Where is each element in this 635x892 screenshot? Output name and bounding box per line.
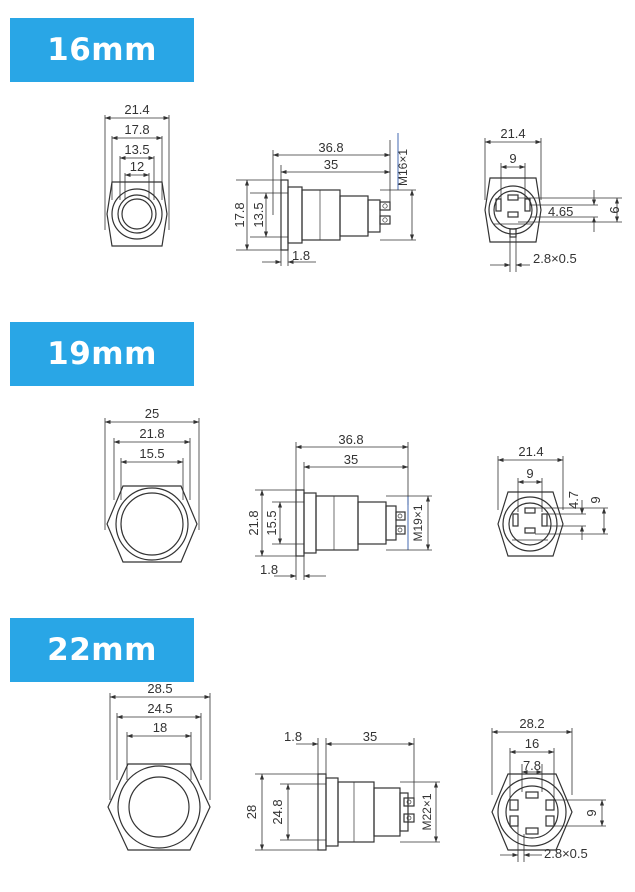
dim-label: 21.4 <box>518 444 543 459</box>
dim-label: M19×1 <box>411 504 425 541</box>
dim-label: 21.8 <box>139 426 164 441</box>
dim-label: 2.8×0.5 <box>533 251 577 266</box>
dim-label: 17.8 <box>232 202 247 227</box>
dim-label: 1.8 <box>292 248 310 263</box>
dim-label: 9 <box>607 206 622 213</box>
dim-label: 28.2 <box>519 716 544 731</box>
dim-label: 9 <box>509 151 516 166</box>
back-view-19mm: 21.4 9 4.7 9 <box>497 444 608 557</box>
dim-label: 4.65 <box>548 204 573 219</box>
dim-label: 13.5 <box>251 202 266 227</box>
dim-label: 36.8 <box>318 140 343 155</box>
front-view-22mm: 28.5 24.5 18 <box>107 681 211 851</box>
dim-label: M22×1 <box>420 793 434 830</box>
dim-label: 28.5 <box>147 681 172 696</box>
side-view-19mm: 36.8 35 21.8 15.5 M19×1 1.8 <box>246 432 432 580</box>
section-banner-16mm: 16mm <box>10 18 194 82</box>
dim-label: 35 <box>344 452 358 467</box>
dim-label: 36.8 <box>338 432 363 447</box>
section-banner-19mm: 19mm <box>10 322 194 386</box>
dim-label: 21.4 <box>500 126 525 141</box>
dim-label: 15.5 <box>264 510 279 535</box>
back-view-16mm: 21.4 9 4.65 9 2.8×0.5 <box>484 126 622 272</box>
side-view-16mm: 36.8 35 M16×1 17.8 13.5 1.8 <box>232 133 416 266</box>
section-title: 16mm <box>47 32 157 68</box>
dim-label: 35 <box>324 157 338 172</box>
dim-label: 21.4 <box>124 102 149 117</box>
section-title: 22mm <box>47 632 157 668</box>
dim-label: 24.8 <box>270 799 285 824</box>
dim-label: 12 <box>130 159 144 174</box>
dim-label: 35 <box>363 729 377 744</box>
dim-label: 1.8 <box>284 729 302 744</box>
dim-label: 24.5 <box>147 701 172 716</box>
dim-label: 1.8 <box>260 562 278 577</box>
dim-label: 25 <box>145 406 159 421</box>
dim-label: 9 <box>584 809 599 816</box>
dim-label: 4.7 <box>566 491 581 509</box>
back-view-22mm: 28.2 16 7.8 9 2.8×0.5 <box>491 716 606 862</box>
front-view-19mm: 25 21.8 15.5 <box>104 406 200 563</box>
section-title: 19mm <box>47 336 157 372</box>
dim-label: 7.8 <box>523 758 541 773</box>
dim-label: 9 <box>588 496 603 503</box>
dim-label: 16 <box>525 736 539 751</box>
dim-label: 17.8 <box>124 122 149 137</box>
side-view-22mm: 1.8 35 28 24.8 M22×1 <box>244 729 440 851</box>
dim-label: 9 <box>526 466 533 481</box>
front-view-16mm: 21.4 17.8 13.5 12 <box>104 102 170 247</box>
dim-label: M16×1 <box>396 149 410 186</box>
dim-label: 28 <box>244 805 259 819</box>
dim-label: 2.8×0.5 <box>544 846 588 861</box>
section-banner-22mm: 22mm <box>10 618 194 682</box>
dim-label: 21.8 <box>246 510 261 535</box>
dim-label: 18 <box>153 720 167 735</box>
dim-label: 13.5 <box>124 142 149 157</box>
dim-label: 15.5 <box>139 446 164 461</box>
